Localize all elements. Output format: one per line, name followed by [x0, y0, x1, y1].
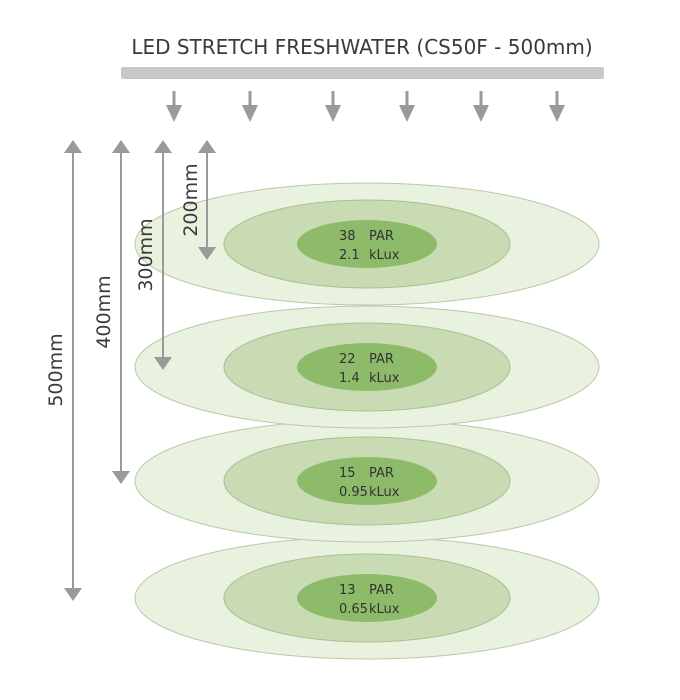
- arrow-up-icon: [198, 140, 216, 153]
- arrow-up-icon: [64, 140, 82, 153]
- down-arrow-icon: [325, 91, 341, 122]
- par-unit: PAR: [369, 229, 394, 244]
- light-level: 22 PAR 1.4 kLux: [134, 305, 600, 429]
- depth-marker: 200mm: [180, 140, 216, 260]
- inner-ellipse: [297, 457, 437, 505]
- down-arrow-icon: [473, 91, 489, 122]
- lamp-bar: [121, 67, 604, 79]
- inner-ellipse: [297, 574, 437, 622]
- diagram-title: LED STRETCH FRESHWATER (CS50F - 500mm): [131, 35, 592, 59]
- down-arrow-icon: [399, 91, 415, 122]
- lux-unit: kLux: [369, 371, 400, 386]
- depth-label: 400mm: [93, 275, 115, 348]
- arrow-up-icon: [154, 140, 172, 153]
- lux-unit: kLux: [369, 485, 400, 500]
- depth-markers: 500mm 400mm 300mm 200mm: [45, 140, 216, 601]
- arrow-down-icon: [154, 357, 172, 370]
- depth-label: 300mm: [135, 218, 157, 291]
- depth-label: 500mm: [45, 333, 67, 406]
- arrow-up-icon: [112, 140, 130, 153]
- light-direction-arrows: [166, 91, 565, 122]
- inner-ellipse: [297, 220, 437, 268]
- par-value: 38: [339, 229, 356, 244]
- down-arrow-icon: [166, 91, 182, 122]
- lux-value: 0.95: [339, 485, 368, 500]
- down-arrow-icon: [242, 91, 258, 122]
- light-level: 38 PAR 2.1 kLux: [134, 182, 600, 306]
- par-value: 13: [339, 583, 356, 598]
- par-value: 22: [339, 352, 356, 367]
- arrow-down-icon: [112, 471, 130, 484]
- par-unit: PAR: [369, 352, 394, 367]
- depth-marker: 300mm: [135, 140, 172, 370]
- arrow-down-icon: [64, 588, 82, 601]
- down-arrow-icon: [549, 91, 565, 122]
- par-value: 15: [339, 466, 356, 481]
- par-unit: PAR: [369, 466, 394, 481]
- lux-unit: kLux: [369, 248, 400, 263]
- depth-marker: 400mm: [93, 140, 130, 484]
- depth-label: 200mm: [180, 163, 202, 236]
- lux-unit: kLux: [369, 602, 400, 617]
- lux-value: 2.1: [339, 248, 360, 263]
- par-unit: PAR: [369, 583, 394, 598]
- lux-value: 0.65: [339, 602, 368, 617]
- depth-marker: 500mm: [45, 140, 82, 601]
- lux-value: 1.4: [339, 371, 360, 386]
- inner-ellipse: [297, 343, 437, 391]
- arrow-down-icon: [198, 247, 216, 260]
